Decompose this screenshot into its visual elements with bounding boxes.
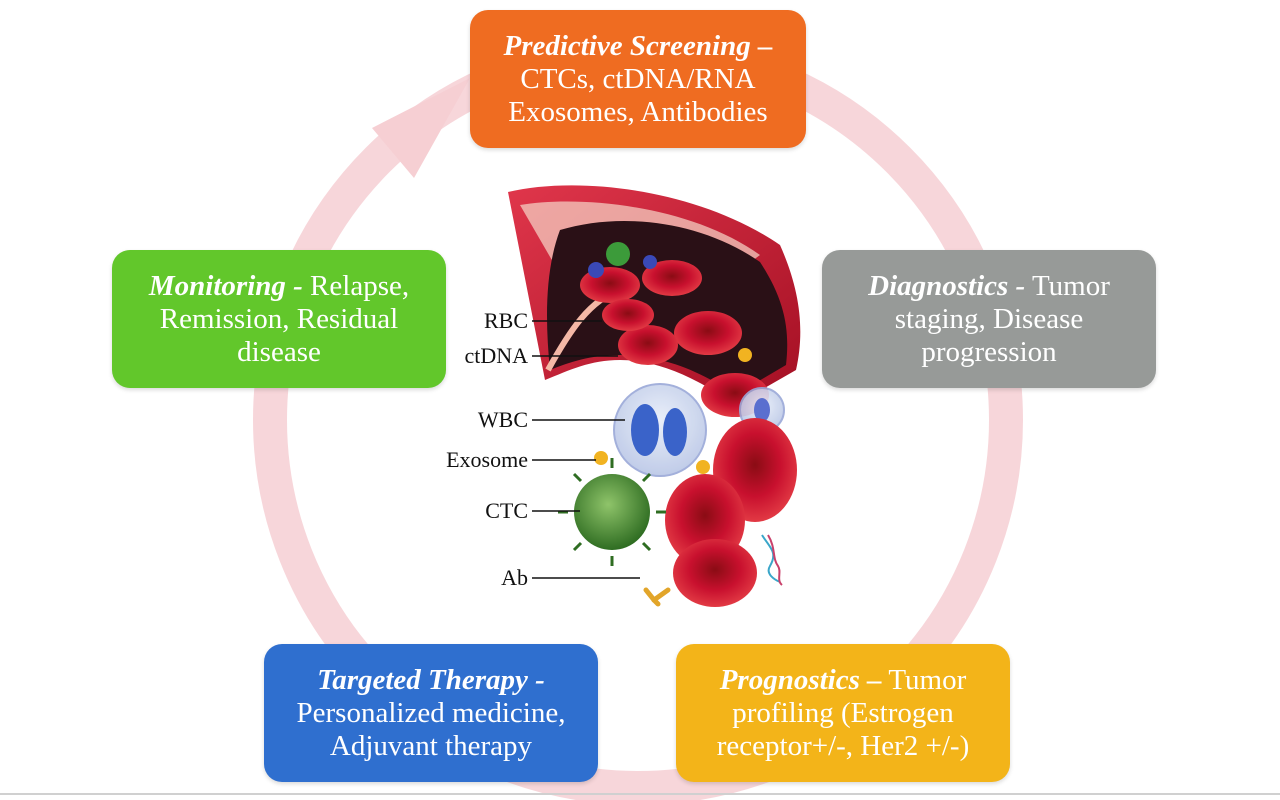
prognostics-box: Prognostics – Tumor profiling (Estrogen … [676, 644, 1010, 782]
exosome-particle [594, 451, 608, 465]
bottom-divider [0, 793, 1280, 795]
dna-strand-2 [767, 534, 783, 586]
label-rbc: RBC [483, 308, 528, 333]
monitoring-line-2: disease [237, 335, 321, 368]
vessel-lumen [547, 220, 788, 395]
exosome-particle [738, 348, 752, 362]
rbc-cell [674, 311, 742, 355]
cycle-arrowhead [372, 78, 470, 178]
predictive-screening-box: Predictive Screening – CTCs, ctDNA/RNA E… [470, 10, 806, 148]
antibody-shape [643, 587, 671, 607]
green-particle [606, 242, 630, 266]
screening-title: Predictive Screening – [503, 29, 773, 62]
monitoring-heading: Monitoring - Relapse, [112, 270, 446, 303]
ctc-cell [558, 458, 666, 566]
rbc-cell-large [673, 539, 757, 607]
screening-line-2: Exosomes, Antibodies [508, 95, 768, 128]
label-exosome: Exosome [446, 447, 528, 472]
monitoring-box: Monitoring - Relapse, Remission, Residua… [112, 250, 446, 388]
therapy-line-2: Adjuvant therapy [329, 729, 533, 762]
rbc-cell [642, 260, 702, 296]
diagnostics-box: Diagnostics - Tumor staging, Disease pro… [822, 250, 1156, 388]
diagnostics-line-1: staging, Disease [894, 302, 1084, 335]
label-wbc: WBC [477, 407, 528, 432]
label-leader-lines [532, 320, 640, 579]
monitoring-line-1: Remission, Residual [159, 302, 399, 335]
blue-particle [643, 255, 657, 269]
therapy-line-1: Personalized medicine, [296, 696, 566, 729]
prognostics-heading: Prognostics – Tumor [676, 664, 1010, 697]
diagnostics-heading: Diagnostics - Tumor [822, 270, 1156, 303]
screening-line-1: CTCs, ctDNA/RNA [520, 62, 756, 95]
exosome-particle [696, 460, 710, 474]
blood-vessel-illustration [508, 185, 801, 607]
therapy-title: Targeted Therapy - [317, 663, 545, 696]
diagnostics-line-2: progression [921, 335, 1057, 368]
rbc-cell [602, 299, 654, 331]
monitoring-title: Monitoring - [148, 269, 303, 302]
label-ctc: CTC [485, 498, 528, 523]
prognostics-line-2: receptor+/-, Her2 +/-) [716, 729, 970, 762]
diagnostics-title-rest: Tumor [1025, 269, 1110, 302]
prognostics-title-rest: Tumor [881, 663, 967, 696]
monitoring-title-rest: Relapse, [302, 269, 410, 302]
targeted-therapy-box: Targeted Therapy - Personalized medicine… [264, 644, 598, 782]
rbc-cell [618, 325, 678, 365]
prognostics-title: Prognostics – [719, 663, 882, 696]
blue-particle [588, 262, 604, 278]
label-ctdna: ctDNA [464, 343, 528, 368]
prognostics-line-1: profiling (Estrogen [732, 696, 954, 729]
dna-strand [761, 534, 781, 583]
wbc-cell [613, 383, 707, 477]
label-ab: Ab [501, 565, 528, 590]
diagnostics-title: Diagnostics - [868, 269, 1026, 302]
